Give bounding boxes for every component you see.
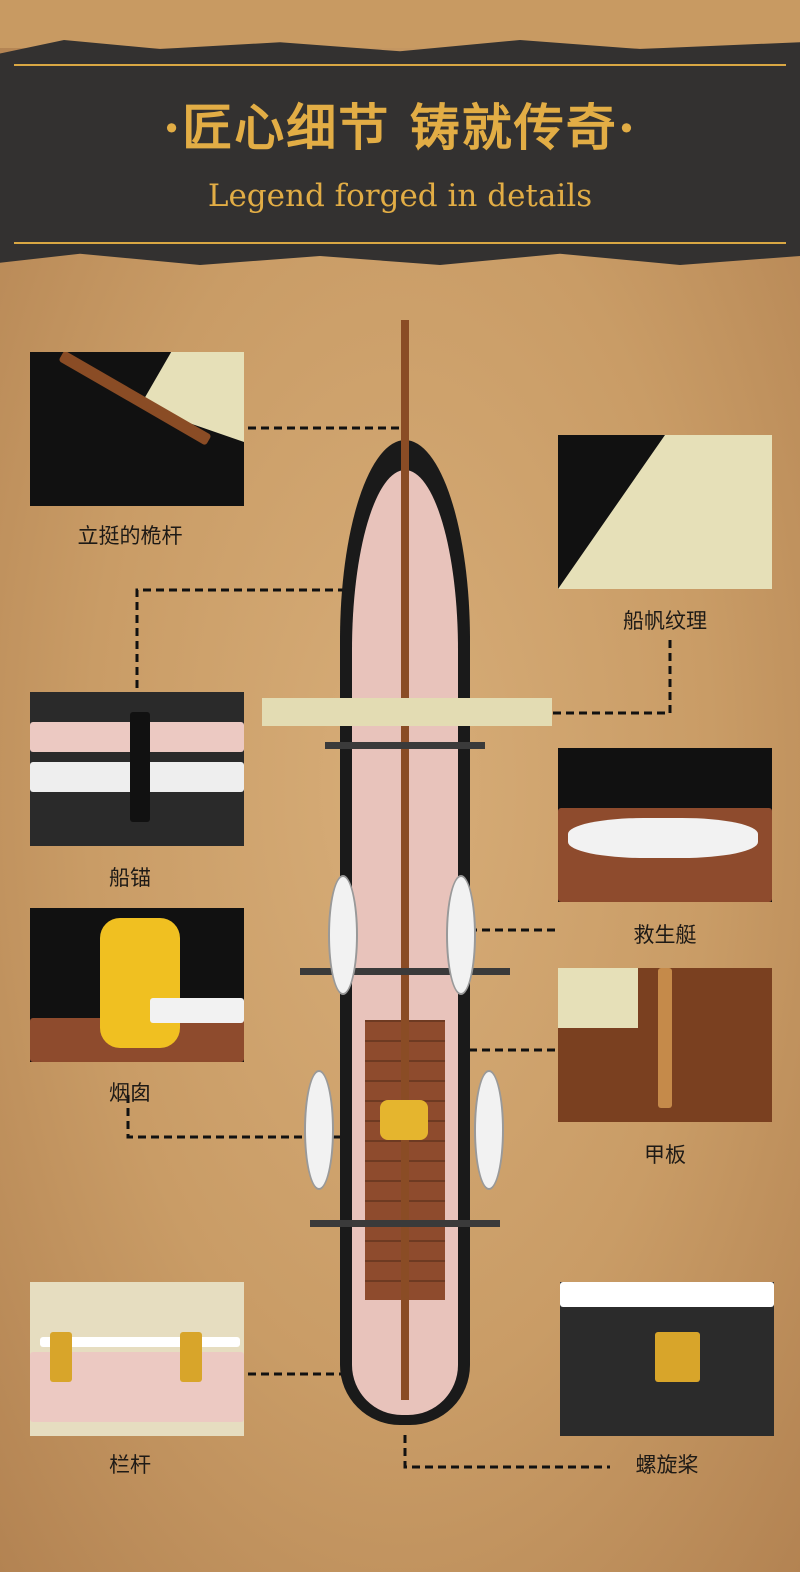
ship-lifeboat [474, 1070, 504, 1190]
feature-label: 甲板 [644, 1143, 686, 1167]
feature-image-mast [30, 352, 244, 506]
feature-image-sail [558, 435, 772, 589]
feature-image-anchor [30, 692, 244, 846]
feature-image-lifeboat [558, 748, 772, 902]
ship-yard [310, 1220, 500, 1227]
parchment-top [0, 0, 800, 48]
feature-label: 栏杆 [109, 1453, 151, 1477]
feature-image-railing [30, 1282, 244, 1436]
gold-divider-top [14, 64, 786, 66]
ship-yard [300, 968, 510, 975]
gold-divider-bottom [14, 242, 786, 244]
page-subtitle: Legend forged in details [207, 178, 593, 214]
feature-label: 立挺的桅杆 [77, 524, 183, 548]
connector-chimney [126, 1095, 375, 1139]
ship-yard [325, 742, 485, 749]
feature-label: 烟囱 [109, 1081, 151, 1105]
feature-label: 救生艇 [633, 923, 697, 947]
ship-lifeboat [446, 875, 476, 995]
ship-lifeboat [328, 875, 358, 995]
feature-image-propeller [560, 1282, 774, 1436]
ship-lifeboat [304, 1070, 334, 1190]
feature-label: 船锚 [109, 866, 151, 890]
ship-chimney [380, 1100, 428, 1140]
connector-anchor [135, 588, 345, 688]
feature-label: 船帆纹理 [623, 609, 707, 633]
feature-label: 螺旋桨 [635, 1453, 699, 1477]
connector-sail [530, 640, 672, 715]
page-title: ·匠心细节 铸就传奇· [162, 98, 638, 157]
ship-topsail [262, 698, 552, 726]
connector-propeller [403, 1435, 610, 1469]
ship-mast [401, 320, 409, 1400]
header-banner [0, 40, 800, 265]
feature-image-chimney [30, 908, 244, 1062]
feature-image-deck [558, 968, 772, 1122]
